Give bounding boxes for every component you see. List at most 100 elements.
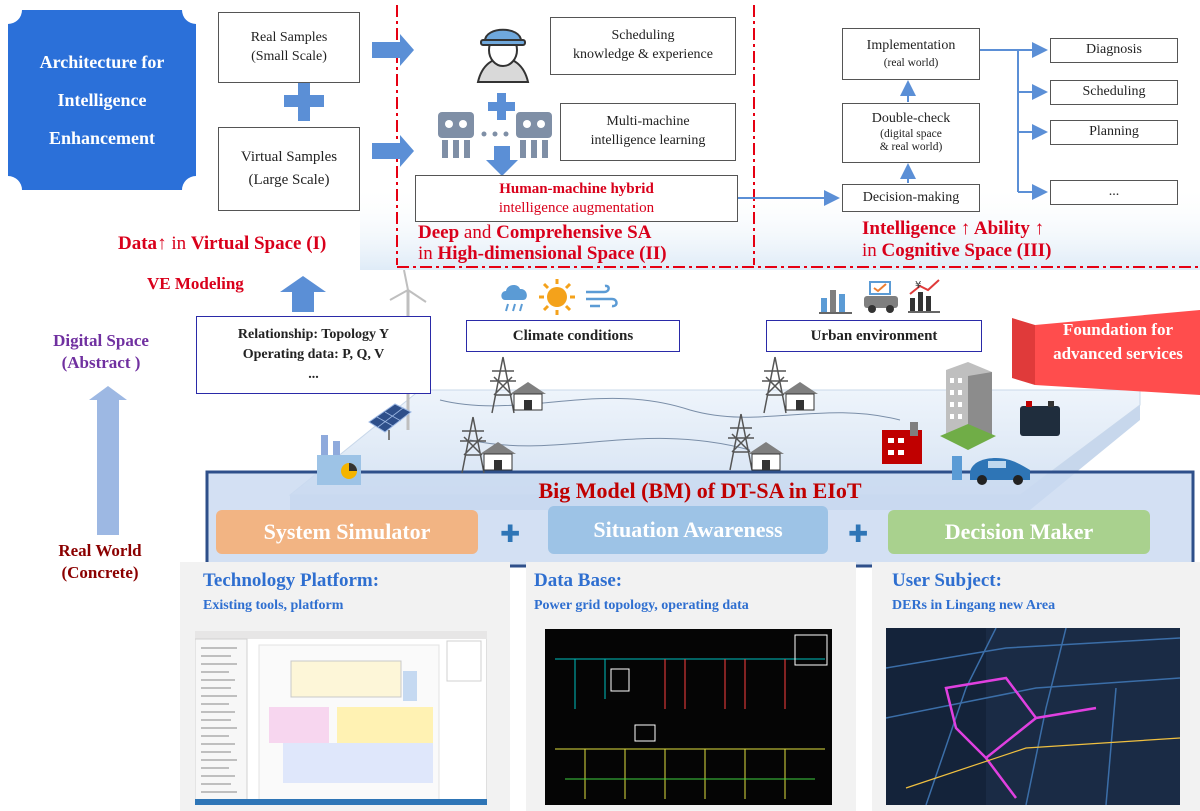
multi-machine-line2: intelligence learning — [590, 133, 706, 148]
plus-robots — [488, 93, 515, 120]
hybrid-box: Human-machine hybrid intelligence augmen… — [415, 175, 738, 222]
data-space: Virtual Space (I) — [190, 233, 327, 254]
architecture-shape — [8, 10, 196, 190]
architecture-title: Architecture for Intelligence Enhancemen… — [8, 10, 196, 190]
power-tower-icon — [460, 416, 486, 474]
deep-sa-label: Deep and Comprehensive SA in High-dimens… — [418, 222, 758, 264]
factory-icon — [882, 422, 922, 464]
double-check-line1: Double-check — [871, 110, 951, 126]
chart-icon — [819, 290, 852, 314]
real-world-line1: Real World — [58, 541, 142, 560]
architecture-line2: Intelligence — [57, 90, 147, 110]
relationship-line1: Relationship: Topology Y — [237, 326, 390, 342]
module-system-simulator-label: System Simulator — [263, 519, 431, 544]
cognitive-space: Cognitive Space (III) — [881, 240, 1052, 261]
double-check-line2: (digital space — [880, 127, 942, 140]
module-situation-awareness-label: Situation Awareness — [593, 517, 783, 542]
power-tower-icon — [762, 356, 788, 414]
multi-machine-line1: Multi-machine — [606, 114, 690, 130]
panel-technology-subtitle: Existing tools, platform — [203, 598, 344, 613]
scheduling-knowledge-line1: Scheduling — [611, 28, 675, 44]
panel-database-subtitle: Power grid topology, operating data — [534, 598, 749, 613]
deep-word: Deep — [418, 222, 460, 243]
panel-user-subtitle: DERs in Lingang new Area — [892, 598, 1056, 613]
car-icon — [864, 281, 898, 313]
intelligence-arrow: ↑ — [960, 218, 971, 239]
output-diagnosis-label: Diagnosis — [1086, 42, 1142, 58]
plus-samples — [284, 81, 324, 121]
real-world-label: Real World (Concrete) — [40, 540, 160, 584]
hybrid-line1: Human-machine hybrid — [499, 180, 654, 197]
deep-in: in — [418, 243, 438, 264]
implementation-line2: (real world) — [883, 56, 939, 69]
robot-icon — [438, 112, 552, 158]
deep-comprehensive: Comprehensive SA — [496, 222, 652, 243]
house-icon — [782, 382, 818, 411]
relationship-box: Relationship: Topology Y Operating data:… — [196, 316, 431, 394]
house-icon — [510, 382, 546, 411]
implementation-box: Implementation (real world) — [842, 28, 980, 80]
output-ellipsis-label: ... — [1108, 184, 1120, 200]
output-planning: Planning — [1050, 120, 1178, 145]
real-samples-line2: (Small Scale) — [251, 48, 327, 64]
urban-box: Urban environment — [766, 320, 982, 352]
output-diagnosis: Diagnosis — [1050, 38, 1178, 63]
real-samples-box: Real Samples (Small Scale) — [218, 12, 360, 83]
ability-arrow: ↑ — [1034, 218, 1045, 239]
panel-technology-title: Technology Platform: — [203, 570, 380, 591]
architecture-line3: Enhancement — [48, 128, 155, 148]
wind-icon — [586, 284, 618, 308]
arrow-right-real — [372, 34, 414, 66]
ve-modeling-label: VE Modeling — [147, 274, 244, 293]
output-scheduling-label: Scheduling — [1082, 84, 1146, 100]
rain-icon — [501, 285, 527, 312]
foundation-flag — [1035, 310, 1200, 395]
ability-word: Ability — [970, 218, 1035, 239]
grid-wire-1 — [439, 397, 901, 421]
digital-space-label: Digital Space (Abstract ) — [36, 330, 166, 374]
climate-box: Climate conditions — [466, 320, 680, 352]
power-tower-icon — [490, 356, 516, 414]
deep-space: High-dimensional Space (II) — [437, 243, 667, 264]
foundation-flag-fold — [1012, 318, 1035, 385]
output-scheduling: Scheduling — [1050, 80, 1178, 105]
database-screenshot — [545, 629, 832, 805]
module-decision-maker-label: Decision Maker — [944, 519, 1094, 544]
deep-and: and — [459, 222, 497, 243]
multi-machine-box: Multi-machine intelligence learning — [560, 103, 736, 161]
user-subject-map-screenshot — [886, 628, 1180, 805]
scheduling-knowledge-box: Scheduling knowledge & experience — [550, 17, 736, 75]
building-icon — [940, 362, 996, 450]
virtual-samples-box: Virtual Samples (Large Scale) — [218, 127, 360, 211]
solar-panel-icon — [368, 403, 412, 440]
factory-icon — [317, 435, 361, 485]
finance-icon: ¥ — [908, 279, 940, 313]
double-check-line3: & real world) — [879, 141, 943, 154]
data-word: Data — [118, 233, 158, 254]
worker-helmet-icon — [476, 28, 530, 83]
digital-space-line2: (Abstract ) — [61, 353, 141, 372]
data-up-arrow: ↑ — [157, 233, 167, 254]
climate-label: Climate conditions — [512, 327, 634, 344]
intelligence-word: Intelligence — [862, 218, 961, 239]
relationship-line3: ... — [308, 367, 319, 383]
arrow-down-hybrid — [486, 146, 518, 176]
relationship-line2: Operating data: P, Q, V — [242, 346, 385, 362]
foundation-line1: Foundation for — [1062, 320, 1174, 339]
big-model-title: Big Model (BM) of DT-SA in EIoT — [538, 478, 862, 503]
house-icon — [480, 442, 516, 471]
real-samples-line1: Real Samples — [250, 29, 328, 45]
power-tower-icon — [728, 413, 754, 471]
ev-car-icon — [952, 456, 1030, 485]
virtual-samples-line1: Virtual Samples — [240, 148, 338, 165]
virtual-samples-line2: (Large Scale) — [248, 172, 330, 188]
architecture-line1: Architecture for — [39, 52, 165, 72]
scheduling-knowledge-line2: knowledge & experience — [573, 47, 713, 62]
plus-icon: ✚ — [848, 520, 869, 548]
urban-label: Urban environment — [810, 327, 938, 344]
output-planning-label: Planning — [1089, 124, 1139, 140]
foundation-line2: advanced services — [1053, 344, 1183, 363]
grid-wire-2 — [469, 437, 751, 451]
double-check-box: Double-check (digital space & real world… — [842, 103, 980, 163]
plus-icon: ✚ — [500, 520, 521, 548]
